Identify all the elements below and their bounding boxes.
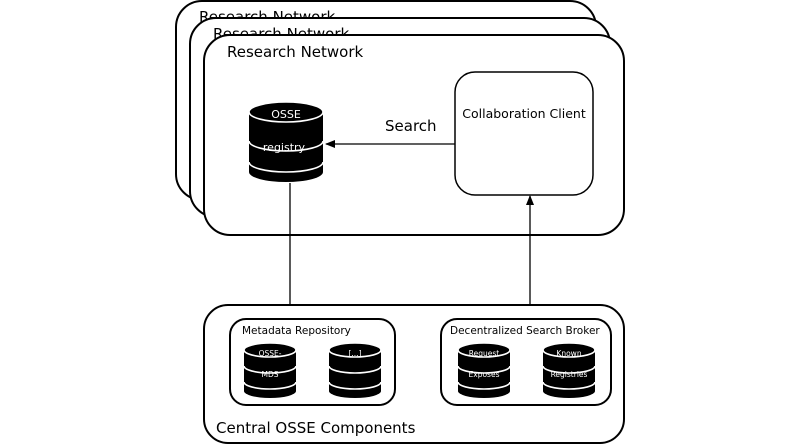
osse-registry-label-2: registry xyxy=(263,141,306,154)
search-broker-title: Decentralized Search Broker xyxy=(450,325,600,337)
search-edge-label: Search xyxy=(385,117,437,135)
other-metadata-label: [...] xyxy=(348,349,361,358)
osse-registry-database: OSSE registry xyxy=(248,101,324,182)
request-exposes-database: Request Exposes xyxy=(457,342,511,398)
known-registries-label-2: Registries xyxy=(551,370,588,379)
central-osse-components-title: Central OSSE Components xyxy=(216,419,416,437)
request-exposes-label-1: Request xyxy=(469,349,500,358)
known-registries-label-1: Known xyxy=(556,349,581,358)
metadata-repository-title: Metadata Repository xyxy=(242,325,351,337)
known-registries-database: Known Registries xyxy=(542,342,596,398)
request-exposes-label-2: Exposes xyxy=(469,370,500,379)
research-network-front-title: Research Network xyxy=(227,43,364,61)
collaboration-client-box: Collaboration Client xyxy=(454,71,594,196)
collaboration-client-label: Collaboration Client xyxy=(462,106,586,121)
osse-mds-label-2: MDS xyxy=(261,370,278,379)
osse-mds-database: OSSE- MDS xyxy=(243,342,297,398)
other-metadata-database: [...] xyxy=(328,342,382,398)
search-edge: Search xyxy=(325,117,455,148)
osse-registry-label-1: OSSE xyxy=(271,108,301,121)
osse-mds-label-1: OSSE- xyxy=(259,349,282,358)
